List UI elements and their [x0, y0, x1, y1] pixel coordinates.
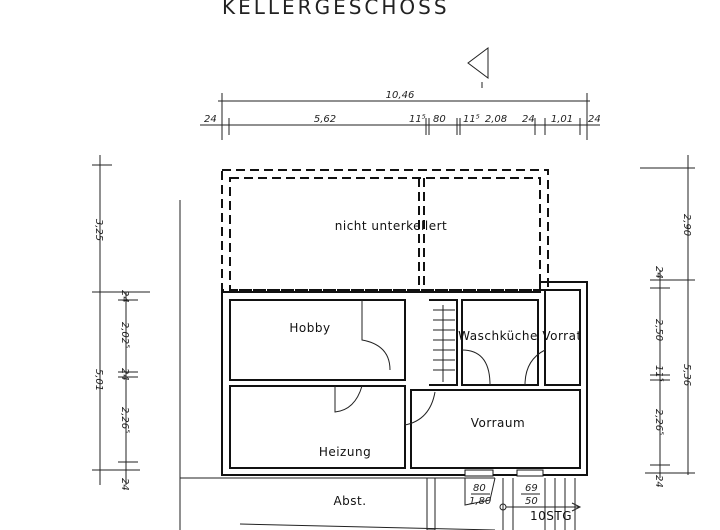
dim-right-inner-2: 2,50 — [653, 319, 664, 341]
room-label-hall: Vorraum — [471, 416, 525, 430]
top-dimension-chain: 10,46 24 5,62 11⁵ 80 11⁵ 2,08 24 1,01 24 — [200, 90, 601, 140]
dim-right-upper: 2,90 — [681, 214, 692, 236]
dim-seg-3: 11⁵ — [409, 114, 426, 125]
north-arrow-icon — [467, 47, 489, 88]
room-label-heating: Heizung — [319, 445, 371, 459]
dim-right-inner-3: 11⁵ — [653, 365, 664, 382]
dim-seg-1: 24 — [204, 114, 217, 125]
stair-label: 10STG — [530, 509, 572, 523]
dim-left-inner-1: 24 — [119, 290, 130, 303]
window-1-height: 1,80 — [469, 496, 491, 507]
basement-walls — [221, 281, 588, 476]
room-label-unexcavated: nicht unterkellert — [335, 219, 448, 233]
dim-seg-4: 80 — [433, 114, 446, 125]
room-label-pantry: Vorrat — [542, 329, 581, 343]
windows — [464, 469, 544, 477]
dim-seg-2: 5,62 — [314, 114, 336, 125]
dim-left-upper: 3,25 — [93, 219, 104, 241]
window-1-width: 80 — [473, 483, 486, 494]
dim-seg-7: 24 — [522, 114, 535, 125]
dim-seg-9: 24 — [588, 114, 601, 125]
unexcavated-area: nicht unterkellert — [221, 169, 549, 291]
interior-stair — [433, 305, 455, 382]
right-dimension-chain: 2,90 5,36 24 2,50 11⁵ 2,26⁵ 24 — [640, 155, 695, 488]
room-label-hobby: Hobby — [289, 321, 330, 335]
left-dimension-chain: 3,25 5,01 24 2,02⁵ 24 2,26⁵ 24 — [92, 155, 150, 491]
dim-left-inner-2: 2,02⁵ — [119, 322, 130, 348]
dim-right-inner-1: 24 — [653, 266, 664, 279]
window-2-width: 69 — [525, 483, 538, 494]
plan-title: KELLERGESCHOSS — [222, 0, 450, 19]
dim-seg-6: 2,08 — [485, 114, 507, 125]
dim-seg-8: 1,01 — [551, 114, 573, 125]
storage-area: Abst. — [180, 477, 496, 530]
exterior-stair: 10STG — [499, 478, 582, 530]
dim-left-lower: 5,01 — [93, 369, 104, 391]
dim-left-inner-3: 24 — [119, 368, 130, 381]
room-label-storage: Abst. — [333, 494, 366, 508]
door-swings — [334, 300, 546, 426]
window-2-height: 50 — [525, 496, 538, 507]
dim-right-inner-4: 2,26⁵ — [653, 409, 664, 435]
dim-right-lower: 5,36 — [681, 364, 692, 386]
dim-seg-5: 11⁵ — [463, 114, 480, 125]
room-label-laundry: Waschküche — [458, 329, 538, 343]
dim-total-width: 10,46 — [386, 90, 415, 101]
dim-left-inner-4: 2,26⁵ — [119, 407, 130, 433]
dim-right-inner-5: 24 — [653, 475, 664, 488]
dim-left-inner-5: 24 — [119, 478, 130, 491]
